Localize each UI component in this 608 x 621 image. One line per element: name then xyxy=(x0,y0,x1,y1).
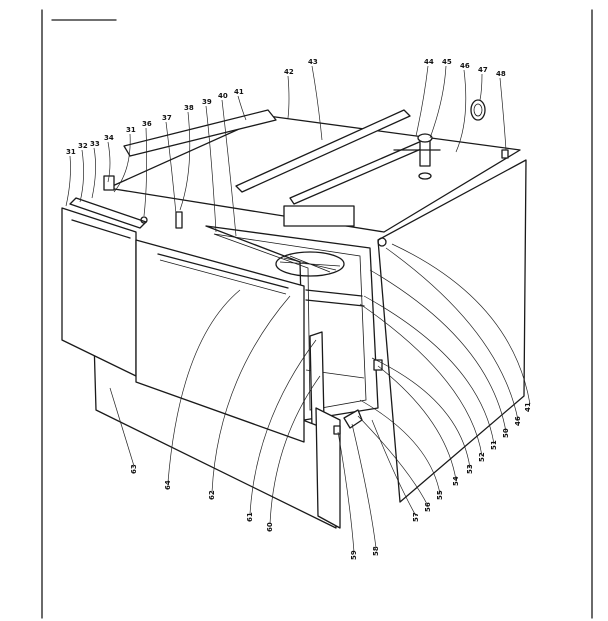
callout-41-right: 41 xyxy=(524,402,532,412)
back-rail xyxy=(123,109,277,157)
door-main-handle-2 xyxy=(159,259,287,295)
callout-47: 47 xyxy=(478,66,488,74)
door-left-handle xyxy=(71,219,131,239)
callout-34: 34 xyxy=(104,134,114,142)
callout-43: 43 xyxy=(308,58,318,66)
grate-bar-3 xyxy=(289,255,331,273)
panel-rivet xyxy=(377,237,387,247)
callout-36: 36 xyxy=(142,120,152,128)
callout-51: 51 xyxy=(490,440,498,450)
callout-50: 50 xyxy=(502,428,510,438)
callout-41-top: 41 xyxy=(234,88,244,96)
callout-55: 55 xyxy=(436,490,444,500)
callout-62: 62 xyxy=(208,490,216,500)
ring-gasket xyxy=(470,99,486,121)
callout-46-right: 46 xyxy=(514,416,522,426)
knob-part xyxy=(333,425,341,435)
fuel-cap-top xyxy=(417,133,433,143)
callout-39: 39 xyxy=(202,98,212,106)
callout-33: 33 xyxy=(90,140,100,148)
callout-46-top: 46 xyxy=(460,62,470,70)
oven-grate xyxy=(275,251,345,277)
callout-37: 37 xyxy=(162,114,172,122)
lower-access-door xyxy=(315,407,341,529)
front-door-left xyxy=(61,207,137,377)
callout-59: 59 xyxy=(350,550,358,560)
callout-42: 42 xyxy=(284,68,294,76)
callout-32: 32 xyxy=(78,142,88,150)
callout-44: 44 xyxy=(424,58,434,66)
top-rail-front xyxy=(235,109,411,193)
clip-38 xyxy=(175,211,183,229)
callout-53: 53 xyxy=(466,464,474,474)
callout-38: 38 xyxy=(184,104,194,112)
divider-plate xyxy=(283,205,355,227)
shelf-2 xyxy=(305,299,365,307)
ring-gasket-inner xyxy=(473,103,483,117)
door-main-handle xyxy=(157,253,289,289)
oven-frame-inner xyxy=(213,233,367,411)
screw-part xyxy=(501,149,509,159)
right-side-panel xyxy=(377,159,527,503)
callout-labels: 31 32 33 34 31 36 37 38 39 40 41 42 43 4… xyxy=(66,58,532,560)
screw-36 xyxy=(140,216,148,224)
callout-48: 48 xyxy=(496,70,506,78)
callout-31-right: 31 xyxy=(126,126,136,134)
callout-58: 58 xyxy=(372,546,380,556)
callout-61: 61 xyxy=(246,512,254,522)
callout-54: 54 xyxy=(452,476,460,486)
callout-56: 56 xyxy=(424,502,432,512)
callout-57: 57 xyxy=(412,512,420,522)
shelf-1 xyxy=(305,289,363,297)
callout-31-left: 31 xyxy=(66,148,76,156)
front-door-main xyxy=(135,239,305,443)
callout-52: 52 xyxy=(478,452,486,462)
fuel-cap-base xyxy=(418,172,432,180)
callout-45: 45 xyxy=(442,58,452,66)
callout-60: 60 xyxy=(266,522,274,532)
bracket-small xyxy=(373,359,383,371)
callout-63: 63 xyxy=(130,464,138,474)
callout-40: 40 xyxy=(218,92,228,100)
callout-64: 64 xyxy=(164,480,172,490)
leader-lines xyxy=(65,65,531,553)
